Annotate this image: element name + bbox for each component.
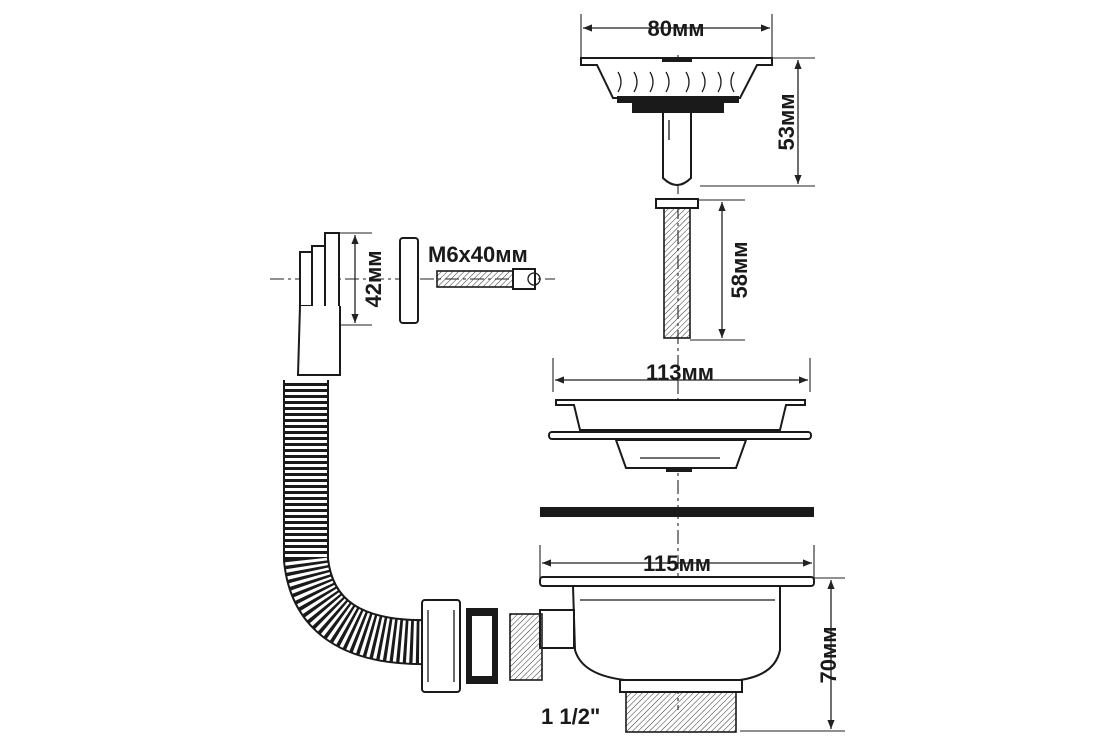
label-screw-length: 58мм — [727, 241, 752, 298]
label-strainer-width: 80мм — [647, 16, 704, 41]
label-body-width: 115мм — [643, 551, 711, 576]
label-body-height: 70мм — [816, 626, 841, 683]
label-overflow-height: 42мм — [361, 250, 386, 307]
drain-body — [509, 545, 845, 733]
label-outlet-thread: 1 1/2" — [541, 704, 600, 729]
label-strainer-height: 53мм — [774, 93, 799, 150]
central-screw — [655, 198, 745, 341]
flat-gasket — [540, 507, 814, 517]
label-flange-width: 113мм — [646, 360, 714, 385]
label-overflow-screw: M6x40мм — [428, 242, 528, 267]
sink-flange — [548, 358, 812, 472]
overflow-assembly — [270, 232, 555, 693]
strainer-basket — [580, 14, 815, 187]
